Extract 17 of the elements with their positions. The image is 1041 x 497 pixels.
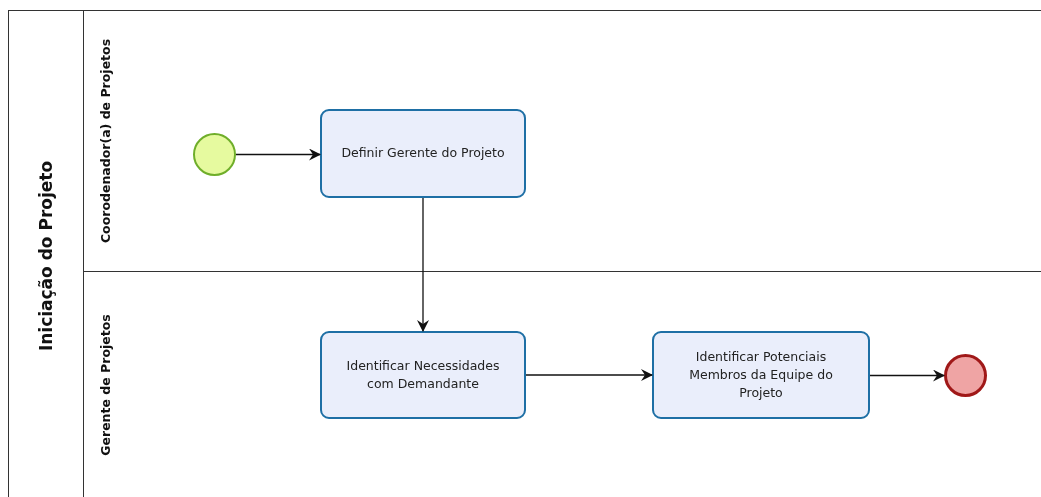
sequence-flow-arrow [525, 369, 653, 381]
lane-label: Coorodenador(a) de Projetos [97, 38, 113, 244]
sequence-flow-arrow [869, 369, 945, 382]
task-label: Identificar Potenciais Membros da Equipe do Projeto [688, 347, 834, 403]
task-label: Identificar Necessidades com Demandante [345, 356, 501, 393]
task-label: Definir Gerente do Projeto [341, 144, 505, 163]
swimlane [83, 271, 1041, 497]
pool-label: Iniciação do Projeto [36, 160, 56, 352]
start-event-circle [193, 133, 236, 176]
task-box [320, 109, 526, 198]
task-box [652, 331, 870, 419]
sequence-flow-arrow [235, 148, 321, 161]
sequence-flow-arrow [417, 197, 429, 332]
task-box [320, 331, 526, 419]
end-event-circle [944, 354, 987, 397]
lane-label: Gerente de Projetos [97, 314, 113, 456]
pool-frame [8, 10, 1041, 497]
